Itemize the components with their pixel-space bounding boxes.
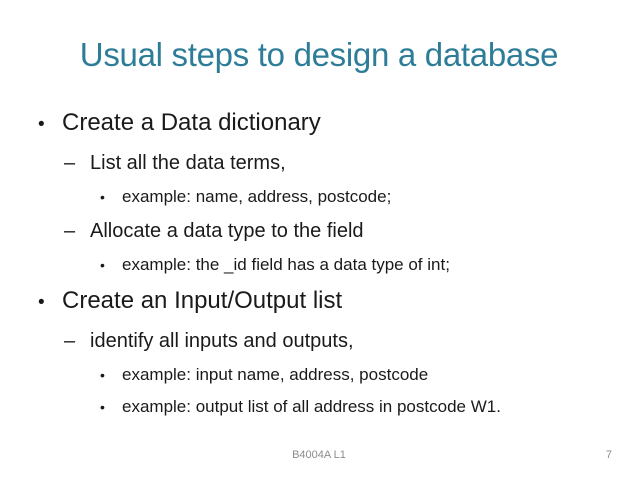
bullet-text: identify all inputs and outputs, bbox=[90, 330, 354, 352]
slide-title: Usual steps to design a database bbox=[79, 36, 559, 73]
bullet-text: example: input name, address, postcode bbox=[122, 365, 429, 384]
bullet-text: Create a Data dictionary bbox=[62, 109, 321, 136]
bullet-marker: – bbox=[64, 152, 76, 174]
bullet-marker: • bbox=[100, 367, 105, 383]
bullet-marker: • bbox=[100, 257, 105, 273]
bullet-marker: • bbox=[38, 292, 45, 313]
bullet-text: List all the data terms, bbox=[90, 152, 286, 174]
bullet-item: • Create an Input/Output list bbox=[0, 286, 632, 318]
bullet-item: • example: name, address, postcode; bbox=[0, 186, 632, 208]
bullet-marker: – bbox=[64, 220, 76, 242]
bullet-marker: • bbox=[38, 114, 45, 135]
bullet-item: • example: input name, address, postcode bbox=[0, 364, 632, 386]
bullet-item: • example: the _id field has a data type … bbox=[0, 254, 632, 276]
bullet-marker: • bbox=[100, 189, 105, 205]
bullet-item: • example: output list of all address in … bbox=[0, 396, 632, 418]
bullet-item: –List all the data terms, bbox=[0, 150, 632, 176]
bullet-text: example: name, address, postcode; bbox=[122, 187, 392, 206]
bullet-item: –identify all inputs and outputs, bbox=[0, 328, 632, 354]
bullet-marker: – bbox=[64, 330, 76, 352]
page-number: 7 bbox=[605, 449, 612, 461]
bullet-item: • Create a Data dictionary bbox=[0, 108, 632, 140]
bullet-marker: • bbox=[100, 399, 105, 415]
bullet-list: •Create a Data dictionary–List all the d… bbox=[0, 108, 632, 428]
bullet-item: –Allocate a data type to the field bbox=[0, 218, 632, 244]
footer-label: B4004A L1 bbox=[292, 449, 346, 461]
bullet-text: example: the _id field has a data type o… bbox=[122, 255, 450, 274]
bullet-text: Create an Input/Output list bbox=[62, 287, 343, 314]
bullet-text: Allocate a data type to the field bbox=[90, 220, 364, 242]
bullet-text: example: output list of all address in p… bbox=[122, 397, 501, 416]
